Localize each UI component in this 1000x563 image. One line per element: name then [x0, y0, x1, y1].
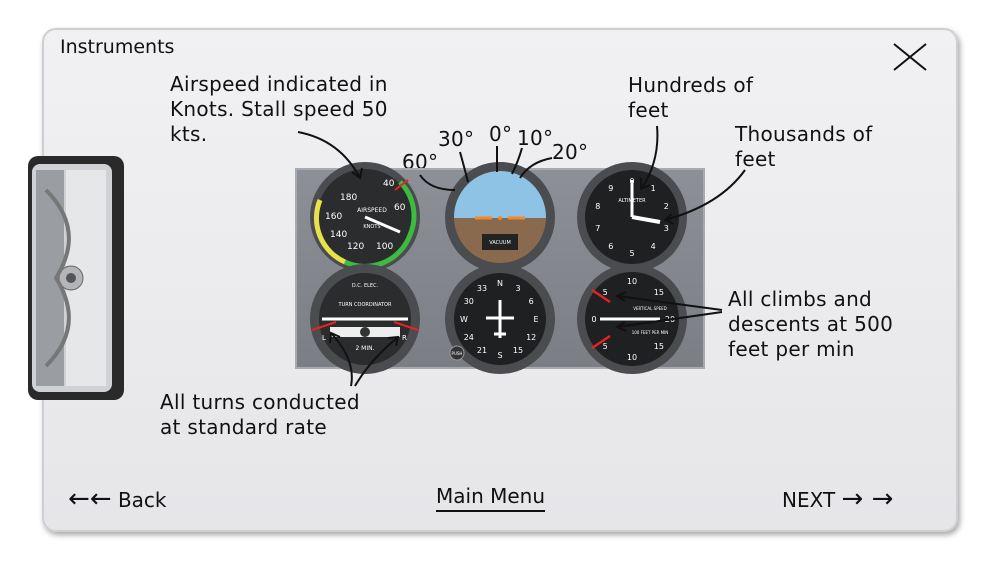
- next-arrow-icon: → →: [841, 484, 894, 514]
- page-title: Instruments: [60, 36, 175, 58]
- airspeed-annotation: Airspeed indicated in Knots. Stall speed…: [170, 72, 388, 147]
- annotation-line: feet per min: [728, 337, 855, 361]
- instrument-panel: [295, 168, 705, 369]
- main-menu-link[interactable]: Main Menu: [436, 484, 546, 512]
- back-arrow-icon: ←←: [68, 484, 112, 514]
- close-x-icon[interactable]: [892, 42, 928, 72]
- annotation-line: descents at 500: [728, 312, 894, 336]
- bank-0-label: 0°: [489, 122, 513, 146]
- back-button[interactable]: ←← Back: [68, 484, 167, 514]
- annotation-line: Hundreds of: [628, 73, 754, 97]
- annotation-line: Airspeed indicated in: [170, 72, 388, 96]
- annotation-line: at standard rate: [160, 415, 327, 439]
- back-label: Back: [117, 488, 167, 512]
- bank-10-label: 10°: [517, 126, 554, 150]
- annotation-line: Knots. Stall speed 50: [170, 97, 388, 121]
- annotation-line: kts.: [170, 122, 208, 146]
- turns-annotation: All turns conducted at standard rate: [160, 390, 360, 440]
- annotation-line: feet: [628, 98, 669, 122]
- next-button[interactable]: NEXT → →: [782, 484, 893, 514]
- next-label: NEXT: [782, 488, 836, 512]
- annotation-line: feet: [735, 147, 776, 171]
- bank-20-label: 20°: [552, 140, 589, 164]
- bank-30-label: 30°: [438, 127, 475, 151]
- hundreds-annotation: Hundreds of feet: [628, 73, 753, 123]
- annotation-line: All turns conducted: [160, 390, 360, 414]
- annotation-line: Thousands of: [735, 122, 873, 146]
- clipboard-clip: [28, 156, 124, 400]
- thousands-annotation: Thousands of feet: [735, 122, 873, 172]
- climbs-annotation: All climbs and descents at 500 feet per …: [728, 287, 893, 362]
- annotation-line: All climbs and: [728, 287, 873, 311]
